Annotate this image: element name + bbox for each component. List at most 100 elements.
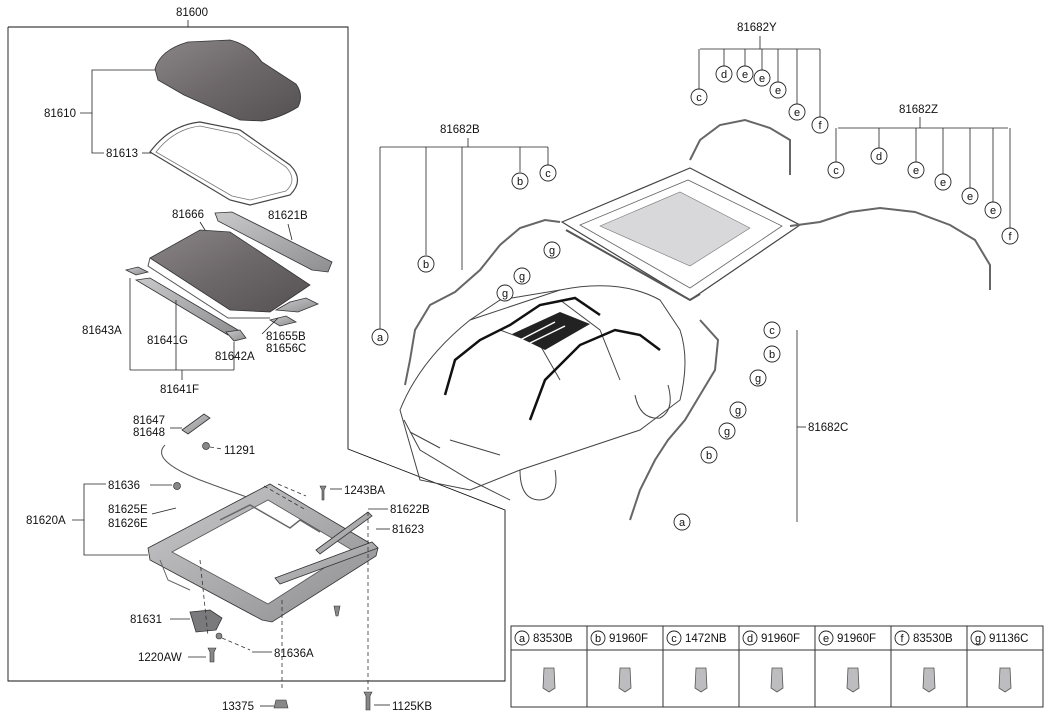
label-81626E: 81626E	[108, 518, 148, 530]
callout-circle	[827, 161, 845, 179]
callout-circle	[543, 241, 561, 259]
legend-letter: b	[595, 633, 601, 645]
legend-letter: d	[747, 633, 753, 645]
label-81625E: 81625E	[108, 504, 148, 516]
callout-circle	[749, 369, 767, 387]
callout-letter: e	[967, 191, 973, 203]
callout-circle	[417, 255, 435, 273]
callout-letter: g	[502, 288, 508, 300]
label-81613: 81613	[106, 148, 138, 160]
callout-letter: c	[696, 92, 702, 104]
hose-81682C	[629, 319, 720, 521]
car-sunroof-glass	[512, 312, 590, 350]
callout-letter: b	[423, 259, 429, 271]
callout-circle	[769, 81, 787, 99]
label-81682C: 81682C	[808, 422, 848, 434]
label-1125KB: 1125KB	[392, 701, 432, 713]
callout-circle	[715, 65, 733, 83]
label-81682Z: 81682Z	[899, 104, 938, 116]
legend-clip-icon	[542, 667, 556, 693]
deflector-strips	[124, 266, 319, 342]
callout-circle	[729, 401, 747, 419]
callout-letter: g	[549, 245, 555, 257]
callout-circle	[700, 446, 718, 464]
legend-letter-circle	[894, 630, 910, 646]
callout-letter: g	[755, 373, 761, 385]
legend-part-number: 91960F	[837, 633, 876, 645]
guide-rails	[274, 511, 379, 585]
label-81620A: 81620A	[26, 515, 66, 527]
legend-clip-icon	[846, 667, 860, 693]
screw-11291-icon	[202, 442, 210, 450]
legend-clip-icon	[770, 667, 784, 693]
sunroof-frame	[147, 483, 379, 623]
legend-letter: a	[519, 633, 526, 645]
bolt-1220AW-icon	[207, 647, 217, 663]
legend-clip-icon	[998, 667, 1012, 693]
callout-circle	[907, 161, 925, 179]
label-81648: 81648	[133, 427, 165, 439]
sunroof-frame-top	[560, 167, 802, 302]
callout-circle	[788, 103, 806, 121]
label-81636A: 81636A	[274, 648, 314, 660]
callout-circle	[736, 65, 754, 83]
screw-81636-icon	[173, 482, 181, 490]
callout-circle	[763, 345, 781, 363]
bolt-1125KB-icon	[363, 691, 373, 711]
hose-81682Y	[689, 118, 791, 175]
label-1243BA: 1243BA	[344, 485, 385, 497]
label-81600: 81600	[176, 7, 208, 19]
assembly-frame-box	[7, 26, 506, 682]
callout-circle	[511, 172, 529, 190]
callout-circle	[1001, 227, 1019, 245]
legend-letter-circle	[742, 630, 758, 646]
hose-81682Z	[789, 206, 991, 290]
legend-part-number: 83530B	[913, 633, 953, 645]
callout-letter: c	[545, 168, 551, 180]
callout-circle	[513, 267, 531, 285]
callout-letter: e	[913, 165, 919, 177]
screw-81636A-icon	[215, 632, 223, 640]
label-81636: 81636	[108, 480, 140, 492]
callout-letter: b	[517, 176, 523, 188]
callout-letter: e	[940, 177, 946, 189]
bolt-1243BA-icon	[319, 485, 327, 501]
label-81642A: 81642A	[215, 351, 255, 363]
callout-circle	[673, 513, 691, 531]
callout-letter: g	[724, 426, 730, 438]
callout-letter: e	[742, 69, 748, 81]
car-front-hoses	[443, 296, 601, 396]
legend-part-number: 91960F	[609, 633, 648, 645]
legend-letter-circle	[590, 630, 606, 646]
legend-letter: g	[975, 633, 981, 645]
hose-81682B	[404, 218, 561, 386]
callout-letter: g	[519, 271, 525, 283]
callout-circle	[961, 187, 979, 205]
legend-part-number: 91960F	[761, 633, 800, 645]
legend-letter-circle	[666, 630, 682, 646]
label-81647: 81647	[133, 415, 165, 427]
label-81666: 81666	[172, 209, 204, 221]
label-81656C: 81656C	[266, 343, 306, 355]
callout-letter: d	[876, 151, 882, 163]
label-81610: 81610	[44, 108, 76, 120]
legend-clip-icon	[694, 667, 708, 693]
label-81641F: 81641F	[160, 384, 199, 396]
clip-icon	[333, 605, 341, 617]
legend-letter: f	[900, 633, 904, 645]
callout-letter: b	[706, 450, 712, 462]
label-81631: 81631	[130, 614, 162, 626]
label-13375: 13375	[222, 701, 254, 713]
callout-letter: e	[990, 205, 996, 217]
callout-letter: e	[759, 73, 765, 85]
glass-panel	[154, 39, 301, 122]
legend-letter-circle	[970, 630, 986, 646]
legend-letter: c	[671, 633, 677, 645]
callout-circle	[690, 88, 708, 106]
car-illustration	[399, 285, 686, 501]
callout-letter: f	[818, 120, 822, 132]
callout-letter: a	[679, 517, 686, 529]
legend-letter: e	[823, 633, 829, 645]
